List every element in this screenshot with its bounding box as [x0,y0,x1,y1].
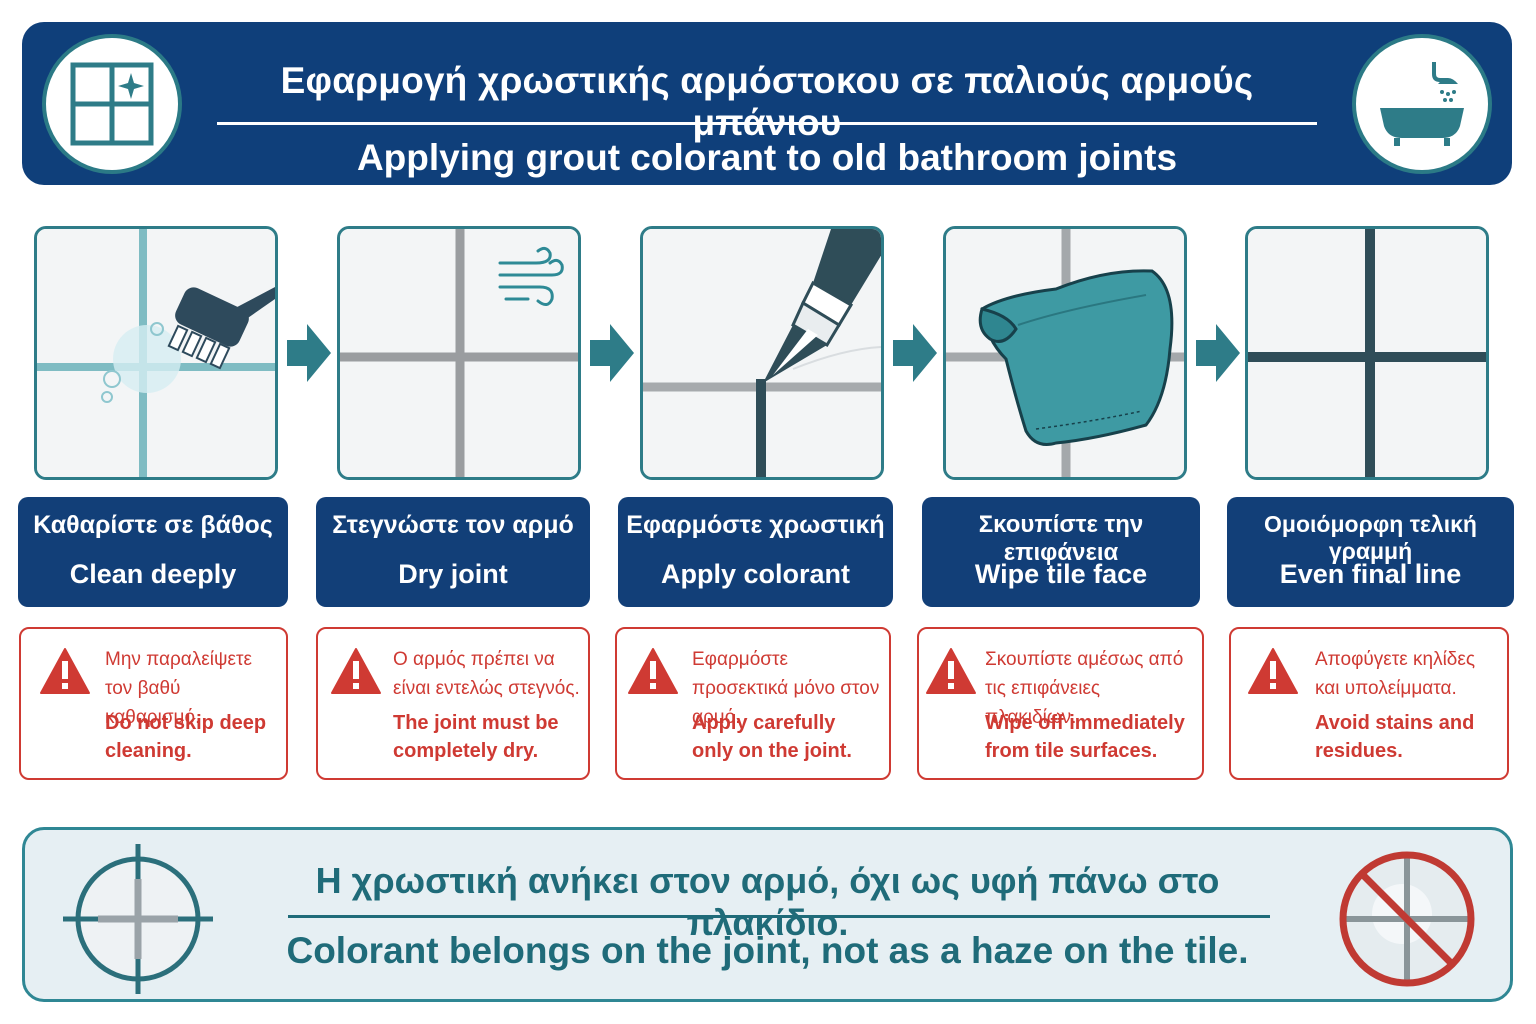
warning-icon [1248,648,1298,694]
arrow-right-icon [287,324,331,382]
step-4-label-greek: Σκουπίστε την επιφάνεια [978,511,1144,566]
step-2-label: Στεγνώστε τον αρμό Dry joint [316,497,590,607]
air-flow-icon [498,246,564,306]
step-1-warning-english: Do not skip deep cleaning. [105,712,267,762]
arrow-right-icon [893,324,937,382]
step-3-warning-greek: Εφαρμόστε προσεκτικά μόνο στον αρμό. [692,649,880,728]
step-3-warning: Εφαρμόστε προσεκτικά μόνο στον αρμό. App… [615,627,891,780]
footer-note: Η χρωστική ανήκει στον αρμό, όχι ως υφή … [22,827,1513,1002]
step-5-warning: Αποφύγετε κηλίδες και υπολείμματα. Avoid… [1229,627,1509,780]
step-1-label-english: Clean deeply [69,559,237,589]
step-4-label: Σκουπίστε την επιφάνεια Wipe tile face [922,497,1200,607]
footer-text-greek: Η χρωστική ανήκει στον αρμό, όχι ως υφή … [315,860,1220,943]
step-4-warning-greek: Σκουπίστε αμέσως από τις επιφάνειες πλακ… [985,649,1184,728]
arrow-right-icon [590,324,634,382]
step-2-illustration [337,226,581,480]
warning-icon [628,648,678,694]
footer-text-english: Colorant belongs on the joint, not as a … [286,930,1249,971]
step-4-label-english: Wipe tile face [974,559,1148,589]
target-joint-icon [63,844,213,994]
warning-icon [331,648,381,694]
step-1-warning-greek: Μην παραλείψετε τον βαθύ καθαρισμό. [105,649,252,728]
scrub-brush-icon [167,287,275,370]
step-1-illustration [34,226,278,480]
sparkling-tile-icon [42,34,182,174]
step-5-warning-greek: Αποφύγετε κηλίδες και υπολείμματα. [1315,649,1476,699]
header-title-greek: Εφαρμογή χρωστικής αρμόστοκου σε παλιούς… [280,60,1254,143]
step-5-label-english: Even final line [1279,559,1462,589]
header-title-english: Applying grout colorant to old bathroom … [356,137,1178,178]
warning-icon [40,648,90,694]
step-1-label: Καθαρίστε σε βάθος Clean deeply [18,497,288,607]
colorant-pen-icon [763,229,881,383]
footer-divider [288,915,1270,918]
step-4-illustration [943,226,1187,480]
step-1-label-greek: Καθαρίστε σε βάθος [33,511,273,539]
finished-joint-icon [1248,229,1486,477]
step-2-label-greek: Στεγνώστε τον αρμό [332,511,574,539]
warning-icon [926,648,976,694]
no-haze-icon [1339,851,1475,987]
step-5-illustration [1245,226,1489,480]
step-2-label-english: Dry joint [398,559,508,589]
step-4-warning: Σκουπίστε αμέσως από τις επιφάνειες πλακ… [917,627,1204,780]
step-2-warning-greek: Ο αρμός πρέπει να είναι εντελώς στεγνός. [393,649,580,699]
step-4-warning-english: Wipe off immediately from tile surfaces. [985,712,1185,762]
header-divider [217,122,1317,125]
header-banner: Εφαρμογή χρωστικής αρμόστοκου σε παλιούς… [22,22,1512,185]
step-1-warning: Μην παραλείψετε τον βαθύ καθαρισμό. Do n… [19,627,288,780]
step-5-label-greek: Ομοιόμορφη τελική γραμμή [1264,511,1477,564]
step-3-label-greek: Εφαρμόστε χρωστική [626,511,885,539]
arrow-right-icon [1196,324,1240,382]
step-3-label: Εφαρμόστε χρωστική Apply colorant [618,497,893,607]
step-5-label: Ομοιόμορφη τελική γραμμή Even final line [1227,497,1514,607]
step-3-warning-english: Apply carefully only on the joint. [692,712,852,762]
step-5-warning-english: Avoid stains and residues. [1315,712,1475,762]
step-2-warning: Ο αρμός πρέπει να είναι εντελώς στεγνός.… [316,627,590,780]
bathtub-shower-icon [1352,34,1492,174]
cloth-icon [978,269,1174,446]
step-3-illustration [640,226,884,480]
step-2-warning-english: The joint must be completely dry. [393,712,559,762]
step-3-label-english: Apply colorant [660,559,850,589]
